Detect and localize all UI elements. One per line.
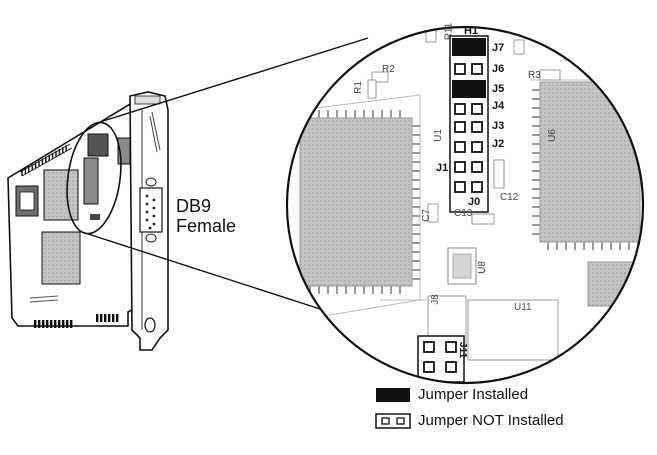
jumper-label-h1: H1: [464, 25, 479, 37]
component-label-r2: R2: [382, 64, 395, 75]
jumper-label-j3: J3: [492, 120, 505, 132]
bottom-finger: [62, 320, 65, 328]
legend-installed-swatch: [376, 388, 410, 402]
jumper-pin: [471, 121, 483, 133]
jumper-pin: [454, 161, 466, 173]
legend-not-installed-swatch: [375, 413, 411, 429]
bottom-finger: [100, 314, 103, 322]
jumper-pin: [454, 121, 466, 133]
jumper-pin: [471, 141, 483, 153]
jumper-pin: [471, 103, 483, 115]
bottom-finger: [66, 320, 69, 328]
component-label-r1: R1: [352, 81, 364, 94]
jumper-pin: [471, 161, 483, 173]
component-label-c12: C12: [500, 192, 519, 203]
bottom-finger: [42, 320, 45, 328]
jumper-pin: [454, 63, 466, 75]
db9-label: DB9 Female: [176, 196, 236, 236]
bottom-finger: [96, 314, 99, 322]
bottom-finger: [112, 314, 115, 322]
jumper-pin: [471, 181, 483, 193]
component-label-j8: J8: [429, 294, 441, 305]
chip-bottom-right: [587, 261, 643, 307]
j11-pin: [445, 361, 457, 373]
bottom-finger: [54, 320, 57, 328]
bottom-finger: [116, 314, 119, 322]
magnified-view-border: [285, 25, 645, 385]
jumper-label-j5: J5: [492, 83, 505, 95]
bottom-finger: [38, 320, 41, 328]
db9-label-line2: Female: [176, 216, 237, 236]
bottom-finger: [58, 320, 61, 328]
component-label-u1: U1: [432, 129, 444, 142]
jumper-pin: [454, 181, 466, 193]
component-label-c7: C7: [420, 209, 432, 222]
magnified-content: [299, 27, 643, 383]
component-label-r3: R3: [528, 70, 541, 81]
component-label-u11: U11: [514, 302, 532, 313]
jumper-label-j4: J4: [492, 100, 505, 112]
component-label-u6: U6: [546, 129, 558, 142]
db9-connector: [139, 187, 163, 233]
bottom-finger: [50, 320, 53, 328]
jumper-pin: [454, 103, 466, 115]
bracket-hole: [144, 317, 156, 333]
jumper-label-j6: J6: [492, 63, 505, 75]
jumper-label-j2: J2: [492, 138, 505, 150]
bottom-finger: [46, 320, 49, 328]
card-header-block: [87, 133, 109, 157]
zoom-line-top: [99, 37, 369, 123]
card-chip-2: [41, 231, 81, 285]
legend-not-installed-label: Jumper NOT Installed: [418, 412, 564, 429]
card-chip-3: [83, 157, 99, 205]
jumper-label-j1: J1: [436, 162, 449, 174]
jumper-installed: [452, 80, 486, 98]
legend-installed-label: Jumper Installed: [418, 386, 529, 403]
jumper-pin: [471, 63, 483, 75]
bottom-finger: [104, 314, 107, 322]
bottom-finger: [34, 320, 37, 328]
bottom-finger: [70, 320, 73, 328]
db9-label-line1: DB9: [176, 196, 212, 216]
j11-pin: [423, 341, 435, 353]
jumper-label-j0: J0: [468, 196, 481, 208]
j11-pin: [423, 361, 435, 373]
zoom-line-bottom: [81, 231, 349, 319]
card-chip-1: [43, 169, 79, 221]
jumper-rows: [452, 38, 486, 193]
pci-card: [7, 91, 169, 351]
bottom-connector-fingers: [34, 314, 119, 328]
component-label-r11: R11: [443, 22, 455, 41]
component-label-u8: U8: [476, 261, 488, 274]
chip-u6: [539, 81, 641, 243]
jumper-label-j7: J7: [492, 42, 505, 54]
jumper-label-j11: J11: [457, 342, 468, 359]
component-label-c13: C13: [454, 208, 473, 219]
jumper-installed: [452, 38, 486, 56]
jumper-pin: [454, 141, 466, 153]
top-connector-fingers: [21, 145, 67, 176]
j11-pin: [445, 341, 457, 353]
chip-u1: [299, 117, 413, 287]
bottom-finger: [108, 314, 111, 322]
